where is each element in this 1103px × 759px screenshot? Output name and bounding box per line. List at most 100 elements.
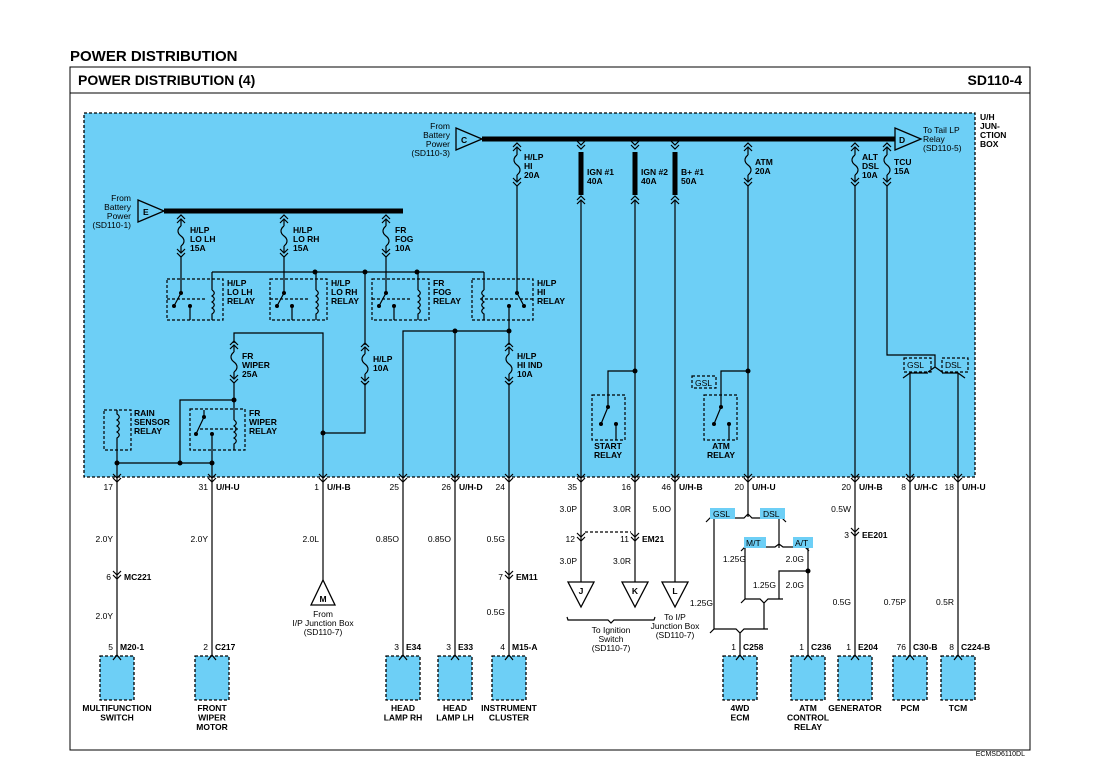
svg-text:18: 18	[945, 482, 955, 492]
svg-text:(SD110-5): (SD110-5)	[923, 143, 962, 153]
svg-text:M: M	[319, 594, 326, 604]
svg-text:RELAY: RELAY	[537, 296, 565, 306]
component-connector: C258	[743, 642, 764, 652]
svg-text:D: D	[899, 135, 905, 145]
component-label: GENERATOR	[828, 703, 882, 713]
svg-text:H/LP: H/LP	[537, 278, 557, 288]
component-label: INSTRUMENT	[481, 703, 538, 713]
svg-text:FOG: FOG	[433, 287, 452, 297]
svg-text:FR: FR	[433, 278, 444, 288]
component-pin: 4	[500, 642, 505, 652]
source-c: C From Battery Power (SD110-3)	[411, 121, 484, 158]
svg-text:From: From	[313, 609, 333, 619]
wire-tcu-split	[902, 372, 966, 477]
offpage-j: J	[566, 581, 596, 609]
svg-text:8: 8	[901, 482, 906, 492]
svg-text:11: 11	[620, 534, 629, 544]
svg-text:U/H-B: U/H-B	[327, 482, 351, 492]
svg-text:LO LH: LO LH	[227, 287, 253, 297]
svg-text:Power: Power	[426, 139, 450, 149]
svg-text:35: 35	[568, 482, 578, 492]
svg-text:3.0R: 3.0R	[613, 504, 631, 514]
svg-text:FR: FR	[249, 408, 260, 418]
svg-text:20A: 20A	[755, 166, 771, 176]
component-label: TCM	[949, 703, 967, 713]
svg-text:From: From	[430, 121, 450, 131]
svg-text:15A: 15A	[894, 166, 910, 176]
svg-text:10A: 10A	[862, 170, 878, 180]
svg-text:EM21: EM21	[642, 534, 664, 544]
svg-text:HI: HI	[524, 161, 533, 171]
junction-box-label: U/H JUN- CTION BOX	[980, 112, 1006, 149]
svg-text:3.0P: 3.0P	[560, 504, 578, 514]
svg-text:RELAY: RELAY	[249, 426, 277, 436]
component-pin: 3	[394, 642, 399, 652]
svg-text:1.25G: 1.25G	[753, 580, 776, 590]
svg-text:(SD110-7): (SD110-7)	[304, 627, 343, 637]
component-pin: 1	[731, 642, 736, 652]
svg-text:K: K	[632, 586, 639, 596]
svg-text:2.0Y: 2.0Y	[96, 534, 114, 544]
wire-labels: 2.0Y 2.0Y 2.0Y 2.0L 0.85O 0.85O 0.5G 0.5…	[96, 504, 955, 621]
svg-text:RELAY: RELAY	[134, 426, 162, 436]
svg-text:3.0P: 3.0P	[560, 556, 578, 566]
svg-text:HI IND: HI IND	[517, 360, 543, 370]
svg-text:10A: 10A	[517, 369, 533, 379]
svg-text:3: 3	[844, 530, 849, 540]
component-connector: C236	[811, 642, 832, 652]
svg-text:25A: 25A	[242, 369, 258, 379]
svg-text:START: START	[594, 441, 623, 451]
svg-text:ATM: ATM	[755, 157, 773, 167]
svg-text:H/LP: H/LP	[373, 354, 393, 364]
svg-text:20: 20	[842, 482, 852, 492]
svg-text:C: C	[461, 135, 467, 145]
svg-text:2.0G: 2.0G	[786, 580, 804, 590]
svg-text:U/H-D: U/H-D	[459, 482, 483, 492]
component-pin: 5	[108, 642, 113, 652]
component-connector: M15-A	[512, 642, 538, 652]
svg-text:0.5R: 0.5R	[936, 597, 954, 607]
component-connector: E204	[858, 642, 878, 652]
wire-wiper-feed	[233, 332, 324, 477]
svg-text:5.0O: 5.0O	[653, 504, 672, 514]
component-label: WIPER	[198, 713, 226, 723]
svg-text:Switch: Switch	[598, 634, 623, 644]
svg-text:2.0L: 2.0L	[302, 534, 319, 544]
diagram-frame	[69, 66, 1031, 751]
svg-text:FOG: FOG	[395, 234, 414, 244]
svg-text:LO RH: LO RH	[331, 287, 357, 297]
component-label: ATM	[799, 703, 817, 713]
option-dsl-tcu: DSL	[941, 357, 969, 373]
svg-text:Power: Power	[107, 211, 131, 221]
svg-text:I/P Junction Box: I/P Junction Box	[292, 618, 354, 628]
svg-text:Battery: Battery	[423, 130, 451, 140]
component-label: LAMP RH	[384, 713, 423, 723]
svg-text:JUN-: JUN-	[980, 121, 1000, 131]
svg-text:H/LP: H/LP	[227, 278, 247, 288]
offpage-k: K	[620, 581, 650, 609]
svg-text:WIPER: WIPER	[242, 360, 270, 370]
svg-text:E: E	[143, 207, 149, 217]
svg-text:To I/P: To I/P	[664, 612, 686, 622]
component-connector: C224-B	[961, 642, 990, 652]
component-connector: M20-1	[120, 642, 144, 652]
svg-text:M/T: M/T	[746, 538, 761, 548]
section-title: POWER DISTRIBUTION (4)	[78, 72, 255, 88]
svg-text:BOX: BOX	[980, 139, 999, 149]
svg-text:40A: 40A	[641, 176, 657, 186]
